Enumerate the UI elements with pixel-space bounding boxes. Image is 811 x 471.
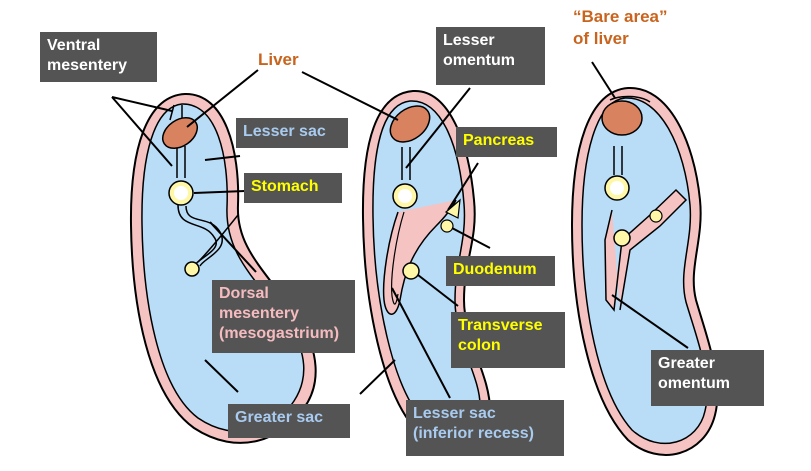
leader-greater-omentum [611,294,689,349]
leader-transverse [417,274,459,307]
leader-pancreas [447,162,479,211]
section-2-omentum-fold-inner [391,211,405,305]
label-lesser-sac: Lesser sac [236,118,348,148]
section-1-dorsal-stalk [197,214,239,263]
label-pancreas: Pancreas [456,127,557,157]
label-duodenum: Duodenum [446,256,555,286]
section-1-gut-loop [184,261,200,277]
section-2-omentum-fold [382,199,457,315]
label-greater-omentum: Greater omentum [651,350,764,406]
label-stomach: Stomach [244,173,342,203]
leader-greater-sac-1 [204,359,239,393]
section-2-duodenum [440,219,454,233]
label-transverse-colon: Transverse colon [451,312,565,368]
leader-ventral-2 [111,96,173,167]
leader-lesser-omentum [405,87,471,169]
section-2-pancreas [444,198,461,219]
section-3-bare-area-band [609,95,651,103]
leader-lesser-sac-inferior [391,287,451,399]
section-3-liver [601,100,643,136]
label-liver: Liver [258,50,299,69]
label-lesser-omentum: Lesser omentum [436,27,545,85]
leader-lesser-sac [204,155,241,161]
leader-stomach [193,190,246,194]
leader-greater-sac-2 [359,359,396,395]
section-3-duodenum [649,209,663,223]
label-bare-area: “Bare area” of liver [573,7,668,48]
leader-lines [111,61,689,399]
section-2-stomach-lumen [398,189,412,203]
section-1-ventral-mesentery [169,104,186,178]
leader-liver-2 [301,71,399,121]
leader-dorsal [209,221,257,273]
leader-ventral-1 [111,96,173,112]
label-lesser-sac-inferior: Lesser sac (inferior recess) [406,400,564,456]
label-ventral-mesentery: Ventral mesentery [40,32,157,82]
leader-liver-1 [186,69,259,128]
section-3-stomach-lumen [610,181,624,195]
section-2-transverse-colon [402,262,420,280]
label-dorsal-mesentery: Dorsal mesentery (mesogastrium) [212,280,355,353]
section-2-liver [389,105,431,143]
leader-duodenum [451,227,491,249]
section-3-lesser-omentum [613,146,623,175]
section-3-transverse-colon [613,229,631,247]
leader-bare-area [591,61,616,99]
section-1-stomach-lumen [174,186,188,200]
label-greater-sac: Greater sac [228,404,350,438]
